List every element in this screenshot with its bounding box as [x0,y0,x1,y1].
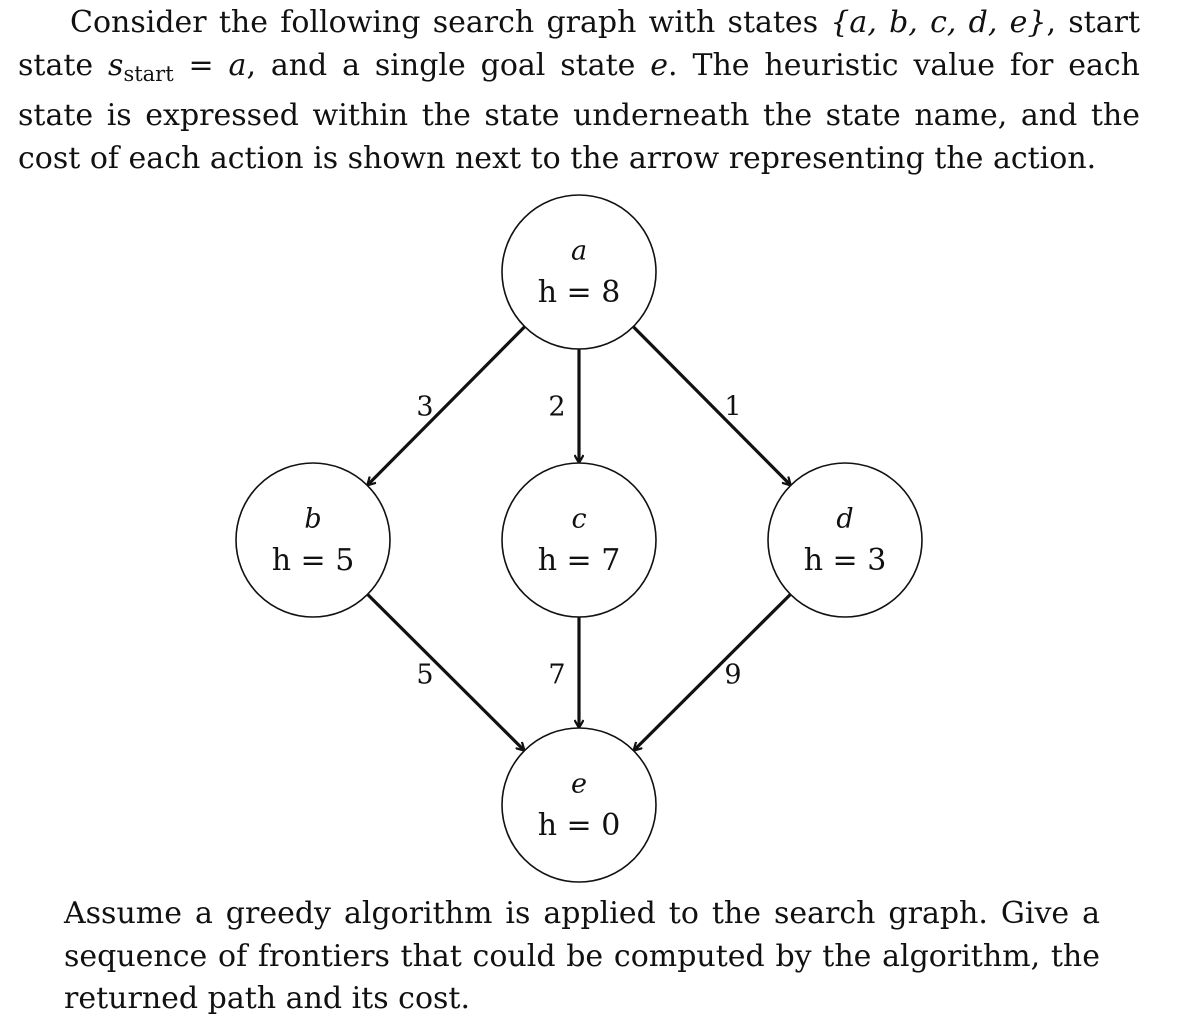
state-name-a: a [571,236,587,267]
edge-a-d [632,325,790,485]
state-circle-a [501,194,657,350]
problem-intro: Consider the following search graph with… [18,2,1140,180]
state-heuristic-a: h = 8 [538,275,621,310]
state-node-c: c h = 7 [501,462,657,618]
intro-text-1: Consider the following search graph with… [70,5,831,40]
question: 2.Assume a greedy algorithm is applied t… [0,893,1100,1021]
edge-cost-b-e: 5 [416,660,433,691]
state-circle-d [767,462,923,618]
edges: 3 2 1 5 7 9 [366,325,792,750]
state-node-d: d h = 3 [767,462,923,618]
state-heuristic-e: h = 0 [538,808,621,843]
state-circle-e [501,727,657,883]
edge-b-e [366,593,524,750]
question-number: 2. [0,893,64,936]
edge-a-b [368,325,526,485]
intro-text-4: , and a single goal state [246,47,651,83]
start-state: a [228,47,247,83]
intro-text-3: = [173,47,229,83]
state-heuristic-d: h = 3 [804,543,887,578]
state-circle-b [235,462,391,618]
question-text: Assume a greedy algorithm is applied to … [64,896,1100,1016]
state-node-b: b h = 5 [235,462,391,618]
state-name-e: e [571,769,587,800]
edge-cost-a-d: 1 [724,392,741,423]
edge-d-e [634,593,792,750]
intro-text-5: . The heuristic value for each state is … [18,47,1140,176]
state-node-e: e h = 0 [501,727,657,883]
edge-cost-a-b: 3 [416,392,433,423]
state-name-b: b [304,504,321,535]
state-name-c: c [571,504,586,535]
state-circle-c [501,462,657,618]
state-heuristic-c: h = 7 [538,543,621,578]
edge-cost-a-c: 2 [548,392,565,423]
state-node-a: a h = 8 [501,194,657,350]
edge-cost-c-e: 7 [548,660,565,691]
edge-cost-d-e: 9 [724,660,741,691]
start-state-symbol: sstart [108,47,174,86]
state-heuristic-b: h = 5 [272,543,355,578]
nodes: a h = 8 b h = 5 c h = 7 d h = 3 e h = 0 [235,194,923,883]
states-set: {a, b, c, d, e} [830,5,1047,40]
goal-state: e [650,47,669,83]
state-name-d: d [836,504,853,535]
intro-text-2: , start state [18,5,1141,83]
